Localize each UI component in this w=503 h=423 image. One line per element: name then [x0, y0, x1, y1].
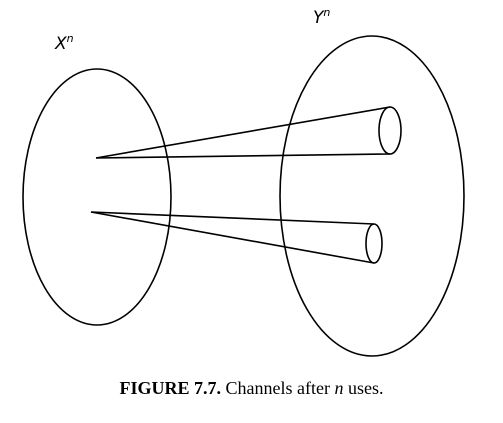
lower-cone-top-edge: [90, 211, 375, 225]
lower-channel-cone: [90, 211, 383, 264]
input-set-ellipse: [22, 68, 172, 326]
lower-cone-bottom-edge: [90, 211, 375, 264]
upper-channel-cone: [95, 106, 402, 159]
lower-cone-mouth: [365, 223, 383, 264]
caption-text-before: Channels after: [225, 378, 330, 398]
upper-cone-top-edge: [95, 106, 391, 159]
output-set-label: Yn: [313, 6, 330, 28]
caption-text-after: uses.: [347, 378, 384, 398]
figure-caption: FIGURE 7.7. Channels after n uses.: [0, 378, 503, 399]
caption-variable: n: [334, 378, 344, 398]
input-set-label: Xn: [54, 32, 74, 54]
upper-cone-bottom-edge: [95, 153, 391, 159]
figure-label: FIGURE 7.7.: [119, 378, 222, 398]
output-set-ellipse: [279, 35, 465, 357]
upper-cone-mouth: [378, 106, 402, 155]
